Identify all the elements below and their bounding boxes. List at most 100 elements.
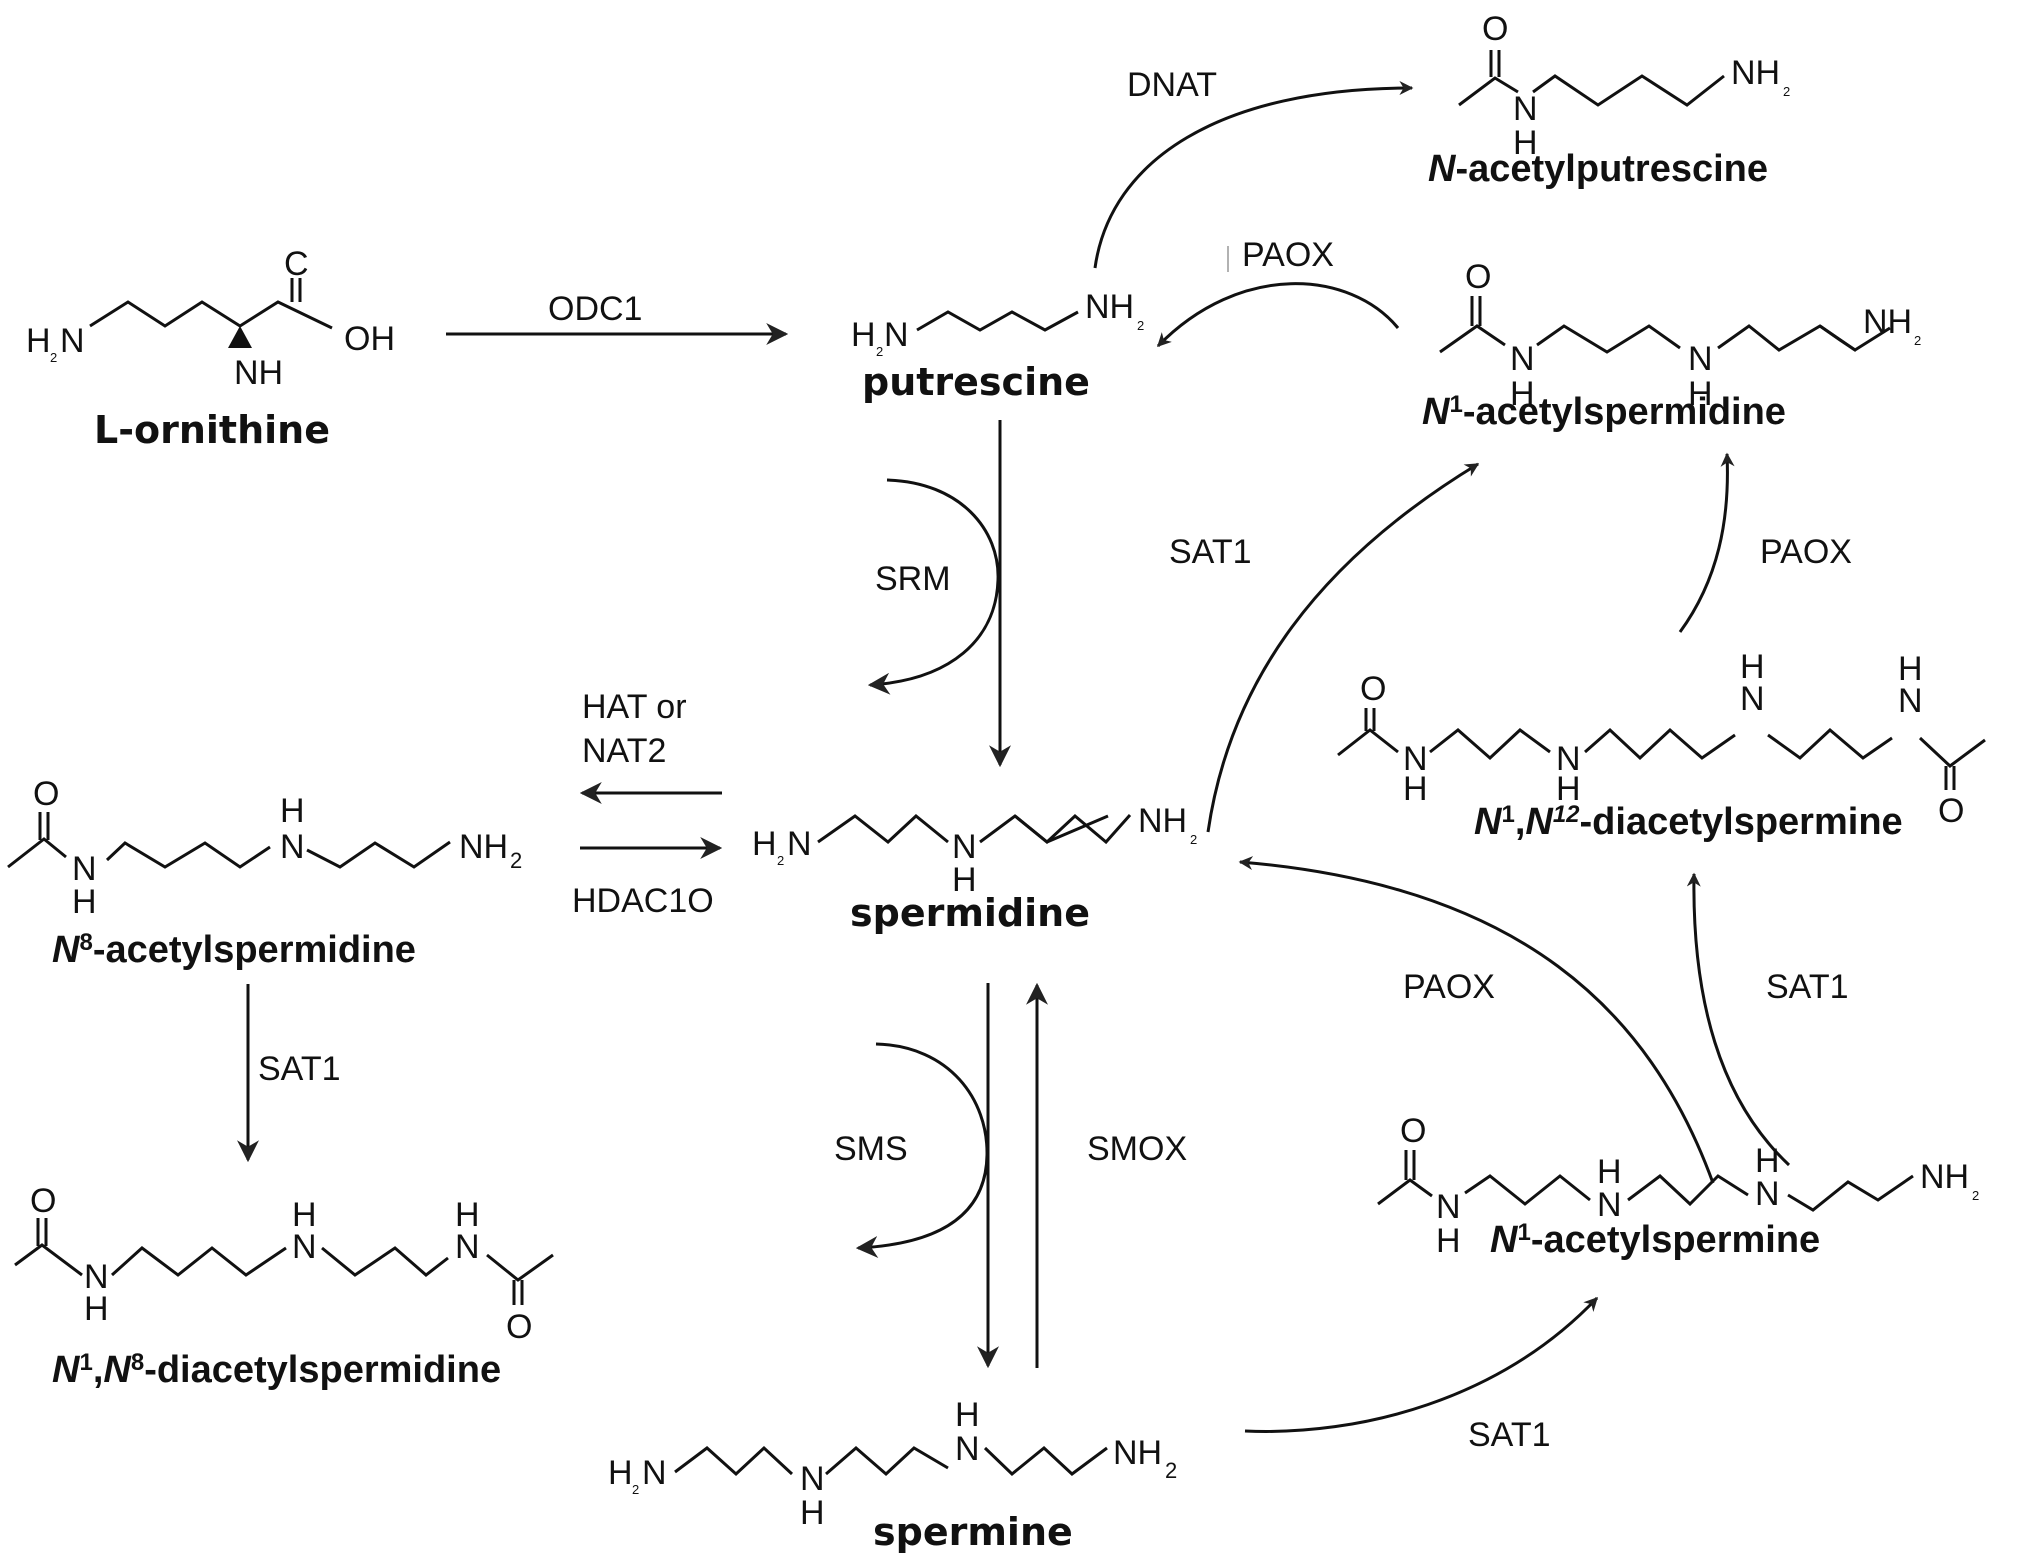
- reaction-srm: SRM: [867, 420, 1011, 768]
- atom-o: O: [1938, 792, 1964, 830]
- enzyme-label-paox-right: PAOX: [1760, 533, 1852, 571]
- structure-n1n8-diacetylspermidine: [14, 1218, 554, 1305]
- reaction-hdac: HDAC1O: [572, 837, 723, 920]
- reaction-sms: SMS: [834, 983, 999, 1369]
- atom-h: H: [800, 1494, 825, 1532]
- atom-subscript: 2: [50, 350, 57, 365]
- arrow-paox-lower: [1238, 856, 1715, 1184]
- atom-h: H: [1898, 650, 1923, 688]
- name-superscript: 1: [1517, 1219, 1530, 1246]
- name-prefix: N: [1428, 148, 1457, 190]
- atom-n: N: [884, 316, 909, 354]
- name-rest: -acetylspermine: [1531, 1219, 1820, 1261]
- enzyme-label-sat1-left: SAT1: [258, 1050, 341, 1088]
- atom-n: N: [1755, 1175, 1780, 1213]
- compound-name: N1-acetylspermine: [1490, 1219, 1820, 1261]
- atom-n: N: [1403, 740, 1428, 778]
- compound-putrescine: H 2 N NH 2 putrescine: [851, 288, 1144, 404]
- enzyme-label-srm: SRM: [875, 560, 951, 598]
- name-prefix: N: [1474, 801, 1503, 843]
- name-prefix: N: [1422, 391, 1451, 433]
- arrow-sat1-bottom: [1244, 1296, 1599, 1433]
- compound-name: N1-acetylspermidine: [1422, 391, 1786, 433]
- atom-n: N: [1688, 340, 1713, 378]
- name-superscript: 1: [79, 1349, 92, 1376]
- atom-nh2: NH: [1920, 1158, 1969, 1196]
- structure-putrescine: [916, 310, 1079, 332]
- name-superscript: 12: [1553, 801, 1580, 828]
- atom-n: N: [1556, 740, 1581, 778]
- atom-h: H: [26, 322, 51, 360]
- atom-o: O: [1360, 670, 1386, 708]
- name-rest: -acetylspermidine: [93, 929, 416, 971]
- atom-n: N: [1597, 1186, 1622, 1224]
- atom-subscript: 2: [1190, 832, 1197, 847]
- compound-name: N1,N12-diacetylspermine: [1474, 801, 1903, 843]
- atom-subscript: 2: [510, 848, 522, 873]
- wedge-bond: [228, 326, 252, 348]
- atom-subscript: 2: [1783, 84, 1790, 99]
- atom-h: H: [280, 792, 305, 830]
- atom-o: O: [506, 1308, 532, 1346]
- atom-n: N: [952, 828, 977, 866]
- atom-subscript: 2: [1914, 333, 1921, 348]
- structure-n-acetylputrescine: [1458, 50, 1725, 107]
- name-rest: -diacetylspermidine: [144, 1349, 501, 1391]
- atom-n: N: [955, 1430, 980, 1468]
- enzyme-label-sms: SMS: [834, 1130, 908, 1168]
- arrow-srm-cosubstrate: [867, 478, 1000, 695]
- compound-name: putrescine: [862, 360, 1090, 404]
- atom-subscript: 2: [1165, 1458, 1177, 1483]
- atom-nh2: NH: [1085, 288, 1134, 326]
- atom-h: H: [1556, 770, 1581, 808]
- arrow-paox-top: [1156, 282, 1400, 348]
- name-prefix: N: [103, 1349, 132, 1391]
- atom-o: O: [1465, 258, 1491, 296]
- atom-subscript: 2: [876, 344, 883, 359]
- enzyme-label-hdac: HDAC1O: [572, 882, 714, 920]
- compound-n1n8-diacetylspermidine: O N H N H N H O N1,N8-diacetylspermidine: [14, 1182, 554, 1391]
- atom-nh: NH: [234, 354, 283, 392]
- arrow-sat1-upper: [1206, 462, 1480, 833]
- atom-h: H: [752, 825, 777, 863]
- atom-h: H: [955, 1396, 980, 1434]
- atom-n: N: [280, 828, 305, 866]
- compound-n-acetylputrescine: O N H NH 2 N-acetylputrescine: [1428, 10, 1790, 190]
- enzyme-label-odc1: ODC1: [548, 290, 642, 328]
- structure-n1-acetylspermidine: [1439, 296, 1891, 354]
- enzyme-label-sat1-upper: SAT1: [1169, 533, 1252, 571]
- enzyme-label-paox-top: PAOX: [1242, 236, 1334, 274]
- atom-nh2: NH: [1138, 802, 1187, 840]
- name-prefix: N: [1525, 801, 1554, 843]
- atom-oh: OH: [344, 320, 395, 358]
- reaction-sat1-right: SAT1: [1686, 872, 1849, 1167]
- atom-n: N: [787, 825, 812, 863]
- reaction-odc1: ODC1: [446, 290, 789, 345]
- structure-spermidine: [817, 814, 949, 844]
- compound-name: L-ornithine: [94, 408, 330, 452]
- arrow-sat1-right: [1686, 872, 1791, 1167]
- name-rest: -acetylputrescine: [1455, 148, 1768, 190]
- reaction-paox-lower: PAOX: [1238, 856, 1715, 1184]
- enzyme-label-hat-line2: NAT2: [582, 732, 666, 770]
- reaction-paox-right: PAOX: [1678, 452, 1852, 633]
- atom-h: H: [1510, 375, 1535, 413]
- reaction-smox: SMOX: [1026, 982, 1187, 1368]
- atom-n: N: [72, 850, 97, 888]
- structure-l-ornithine: [89, 278, 333, 348]
- name-prefix: N: [1490, 1219, 1519, 1261]
- atom-subscript: 2: [1137, 318, 1144, 333]
- structure-n1n12-diacetylspermine: [1337, 708, 1986, 790]
- structure-spermidine-chain: [1014, 813, 1132, 845]
- compound-name: N8-acetylspermidine: [52, 929, 416, 971]
- name-rest: -acetylspermidine: [1463, 391, 1786, 433]
- compound-n1n12-diacetylspermine: O N H N H N H N H O N1,N12-diacetylsperm…: [1337, 648, 1986, 843]
- atom-nh2: NH: [1731, 54, 1780, 92]
- name-superscript: 1: [1501, 801, 1514, 828]
- atom-h: H: [72, 883, 97, 921]
- atom-n: N: [800, 1460, 825, 1498]
- atom-n: N: [84, 1258, 109, 1296]
- name-prefix: N: [52, 1349, 81, 1391]
- compound-name: N1,N8-diacetylspermidine: [52, 1349, 501, 1391]
